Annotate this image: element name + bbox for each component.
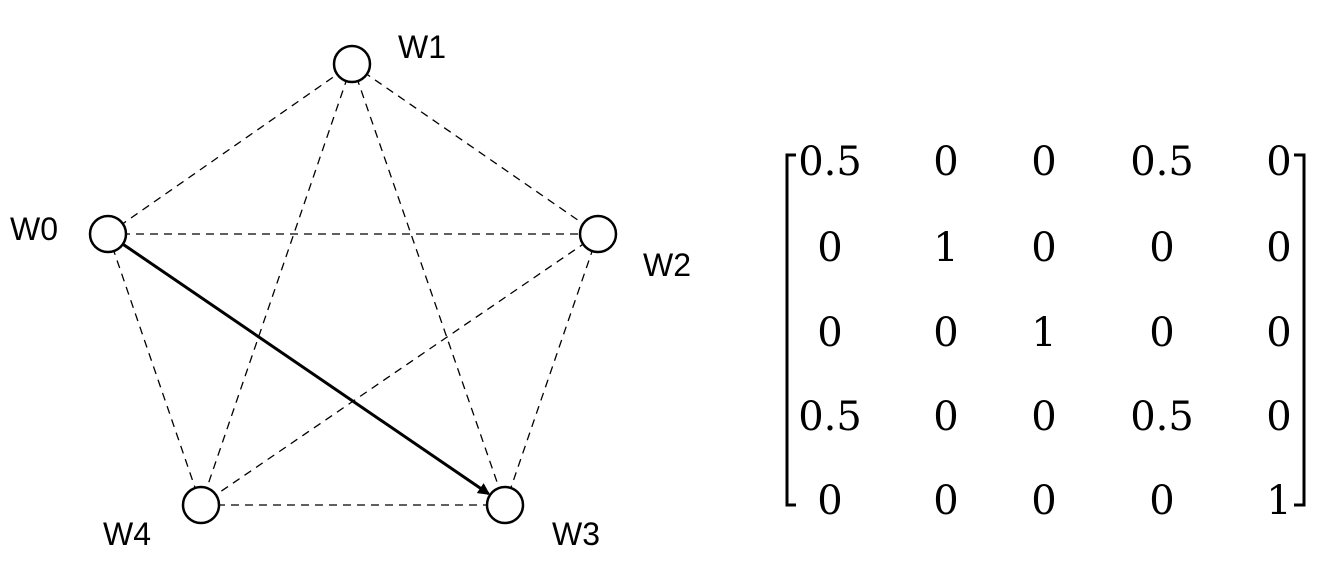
matrix-right-bracket — [1294, 153, 1306, 507]
matrix-cell-r1-c4: 0 — [1266, 225, 1291, 271]
edge-w0-w1 — [107, 63, 353, 235]
matrix-cell-r0-c4: 0 — [1266, 139, 1291, 185]
matrix-cell-r3-c0: 0.5 — [798, 394, 862, 440]
matrix-cell-r2-c4: 0 — [1266, 310, 1291, 356]
node-circle — [181, 485, 221, 525]
edge-w1-w3 — [351, 63, 506, 506]
matrix-cell-r1-c0: 0 — [817, 225, 842, 271]
matrix-cell-r4-c2: 0 — [1031, 478, 1056, 524]
node-label: W1 — [398, 29, 446, 65]
node-w2: W2 — [578, 214, 691, 283]
directed-edges — [122, 243, 491, 495]
arrow-w0-to-w3 — [122, 243, 491, 495]
matrix-cell-r3-c1: 0 — [933, 394, 958, 440]
matrix-cell-r3-c2: 0 — [1031, 394, 1056, 440]
matrix-cell-r1-c2: 0 — [1031, 225, 1056, 271]
dashed-edges — [107, 63, 599, 506]
matrix-cell-r3-c3: 0.5 — [1130, 394, 1194, 440]
edge-w0-w4 — [107, 233, 202, 506]
matrix-cell-r0-c3: 0.5 — [1130, 139, 1194, 185]
matrix-cell-r4-c3: 0 — [1149, 478, 1174, 524]
matrix-cell-r4-c1: 0 — [933, 478, 958, 524]
matrix-cell-r2-c3: 0 — [1149, 310, 1174, 356]
matrix-cell-r1-c3: 0 — [1149, 225, 1174, 271]
matrix-cell-r2-c1: 0 — [933, 310, 958, 356]
node-circle — [485, 485, 525, 525]
matrix-cell-r3-c4: 0 — [1266, 394, 1291, 440]
matrix-cell-r4-c0: 0 — [817, 478, 842, 524]
node-label: W0 — [10, 211, 58, 247]
edge-w2-w3 — [504, 233, 599, 506]
matrix-cell-r0-c1: 0 — [933, 139, 958, 185]
node-circle — [578, 214, 618, 254]
matrix-cell-r1-c1: 1 — [933, 225, 958, 271]
node-w3: W3 — [485, 485, 600, 552]
matrix-cell-r4-c4: 1 — [1266, 478, 1291, 524]
edge-w1-w2 — [351, 63, 599, 235]
node-label: W2 — [643, 247, 691, 283]
node-w1: W1 — [332, 29, 446, 84]
matrix-cell-r0-c2: 0 — [1031, 139, 1056, 185]
matrix-left-bracket — [785, 153, 796, 507]
node-w0: W0 — [10, 211, 128, 254]
node-label: W3 — [552, 516, 600, 552]
matrix-cell-r2-c0: 0 — [817, 310, 842, 356]
node-circle — [332, 44, 372, 84]
node-circle — [88, 214, 128, 254]
node-label: W4 — [103, 516, 151, 552]
edge-w2-w4 — [200, 233, 599, 506]
matrix-cells: 0.5 0 0 0.5 0 0 1 0 0 0 0 0 1 0 0 0.5 0 0 0.5 0 0 0 0 0 1 — [798, 139, 1292, 524]
node-w4: W4 — [103, 485, 221, 552]
transition-matrix: 0.5 0 0 0.5 0 0 1 0 0 0 0 0 1 0 0 0.5 0 0 0.5 0 0 0 0 0 1 — [785, 139, 1306, 524]
matrix-cell-r0-c0: 0.5 — [798, 139, 862, 185]
matrix-cell-r2-c2: 1 — [1031, 310, 1056, 356]
edge-w1-w4 — [200, 63, 353, 506]
